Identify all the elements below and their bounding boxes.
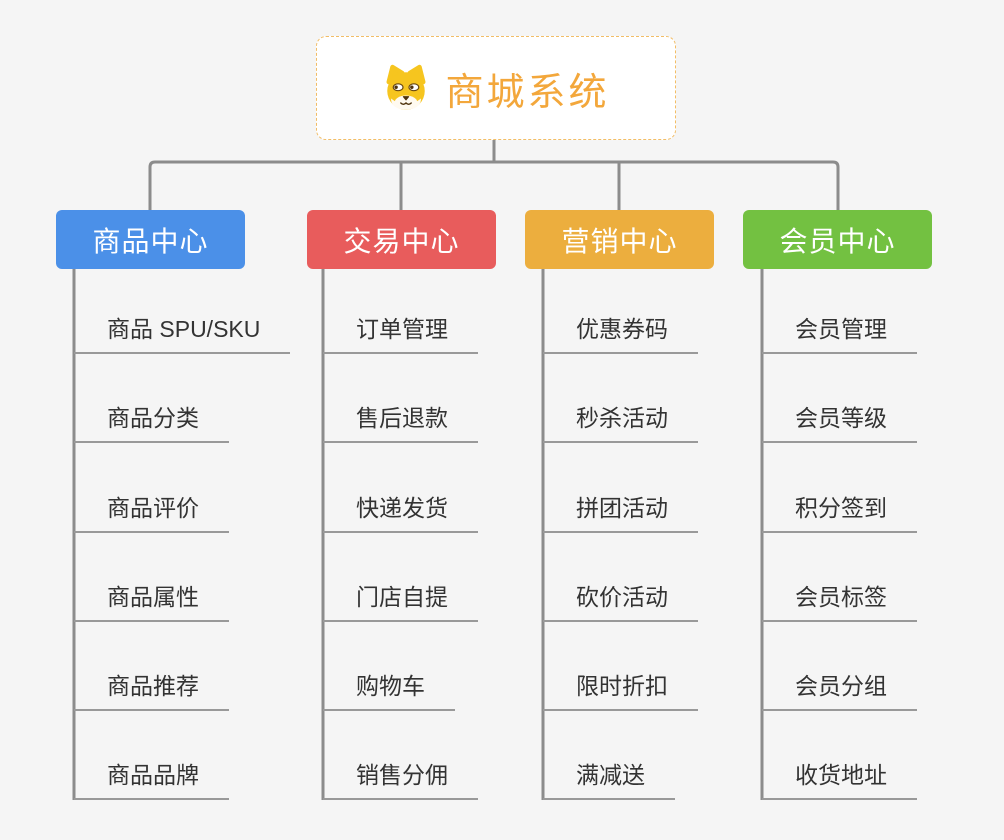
leaf-node[interactable]: 售后退款 bbox=[323, 405, 478, 443]
branch-node-member[interactable]: 会员中心 bbox=[743, 210, 932, 269]
leaf-node[interactable]: 收货地址 bbox=[762, 762, 917, 800]
branch-rail-line bbox=[148, 160, 840, 210]
leaf-node[interactable]: 满减送 bbox=[543, 762, 675, 800]
leaf-node[interactable]: 会员管理 bbox=[762, 316, 917, 354]
leaf-node[interactable]: 优惠券码 bbox=[543, 316, 698, 354]
leaf-node[interactable]: 会员等级 bbox=[762, 405, 917, 443]
branch-node-marketing[interactable]: 营销中心 bbox=[525, 210, 714, 269]
leaf-node[interactable]: 限时折扣 bbox=[543, 673, 698, 711]
leaf-node[interactable]: 商品推荐 bbox=[74, 673, 229, 711]
root-node[interactable]: 商城系统 bbox=[316, 36, 676, 140]
leaf-node[interactable]: 积分签到 bbox=[762, 495, 917, 533]
leaf-node[interactable]: 商品品牌 bbox=[74, 762, 229, 800]
leaf-node[interactable]: 商品属性 bbox=[74, 584, 229, 622]
leaf-node[interactable]: 秒杀活动 bbox=[543, 405, 698, 443]
leaf-node[interactable]: 销售分佣 bbox=[323, 762, 478, 800]
leaf-node[interactable]: 快递发货 bbox=[323, 495, 478, 533]
leaf-node[interactable]: 订单管理 bbox=[323, 316, 478, 354]
leaf-node[interactable]: 门店自提 bbox=[323, 584, 478, 622]
dog-face-icon bbox=[386, 64, 426, 110]
root-title: 商城系统 bbox=[445, 71, 610, 114]
leaf-node[interactable]: 购物车 bbox=[323, 673, 455, 711]
leaf-node[interactable]: 商品评价 bbox=[74, 495, 229, 533]
branch-node-product[interactable]: 商品中心 bbox=[56, 210, 245, 269]
leaf-node[interactable]: 砍价活动 bbox=[543, 584, 698, 622]
leaf-node[interactable]: 会员分组 bbox=[762, 673, 917, 711]
leaf-node[interactable]: 会员标签 bbox=[762, 584, 917, 622]
branch-node-trade[interactable]: 交易中心 bbox=[307, 210, 496, 269]
leaf-node[interactable]: 商品 SPU/SKU bbox=[74, 316, 291, 354]
leaf-node[interactable]: 拼团活动 bbox=[543, 495, 698, 533]
leaf-node[interactable]: 商品分类 bbox=[74, 405, 229, 443]
